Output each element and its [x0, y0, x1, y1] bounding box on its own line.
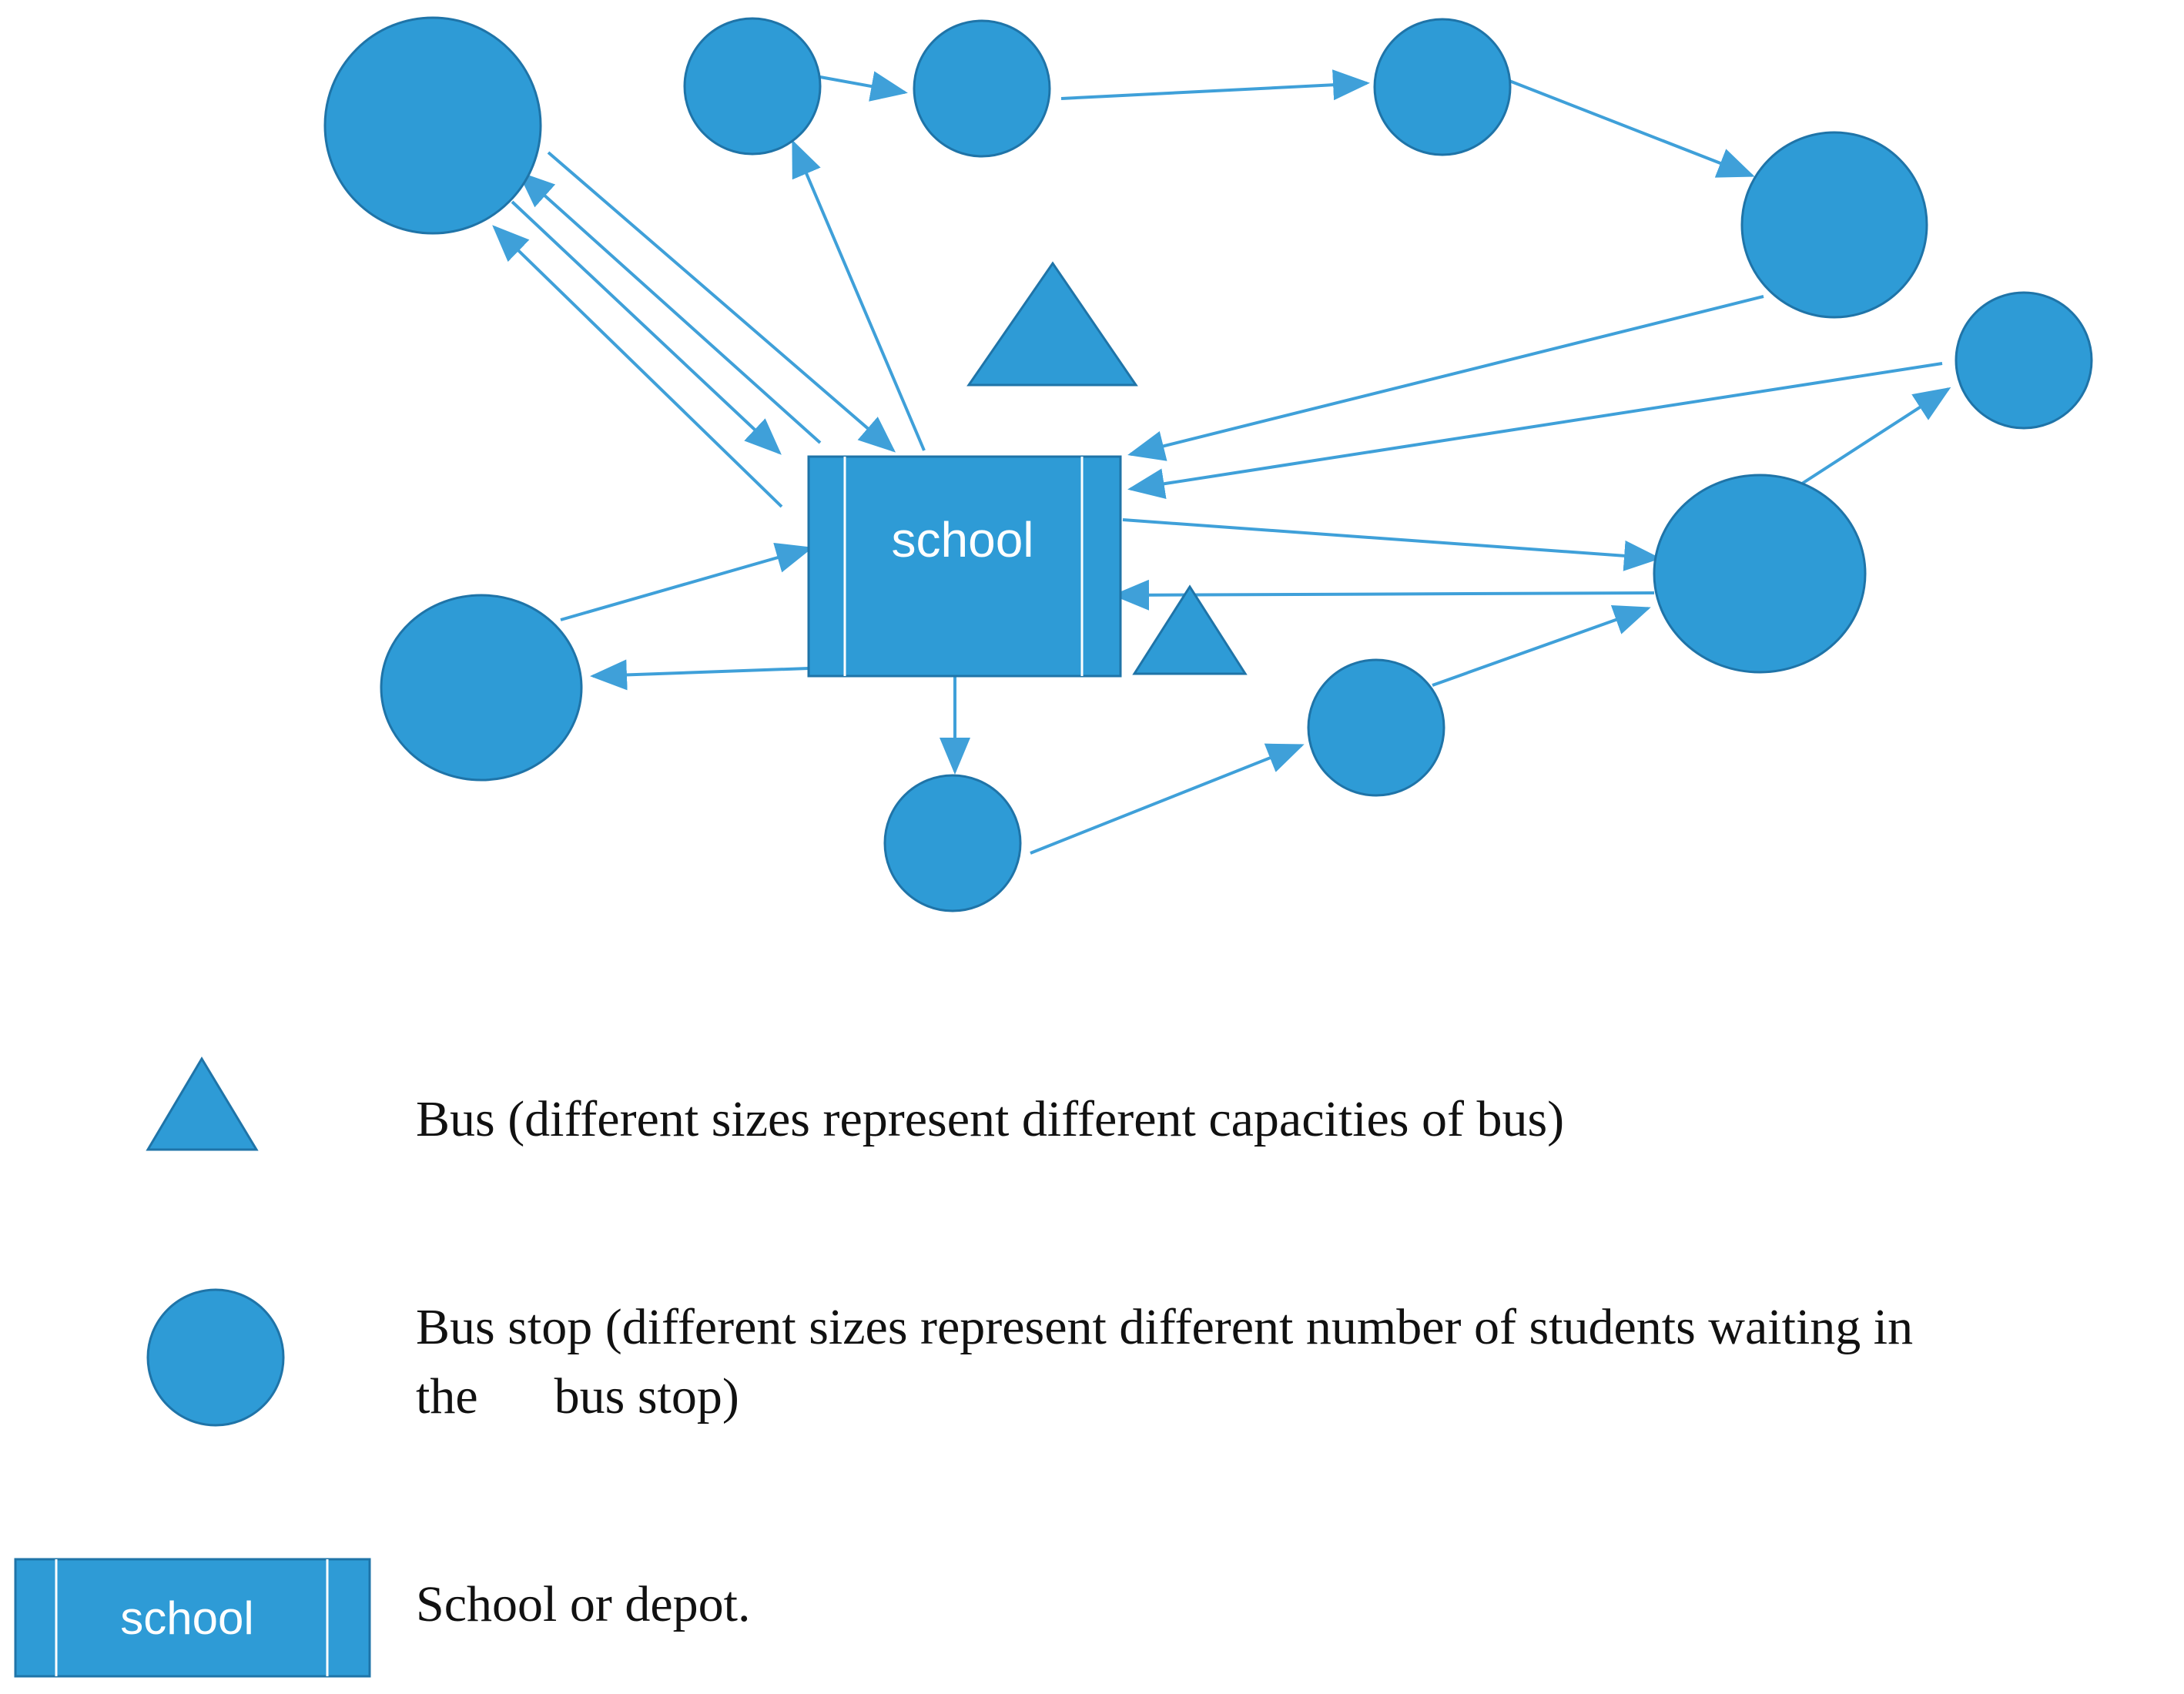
edge [560, 542, 813, 621]
legend: Bus (different sizes represent different… [14, 1056, 1913, 1678]
edges [492, 69, 1951, 855]
legend-school-label: school [120, 1592, 253, 1644]
school-label: school [892, 512, 1034, 567]
edge [819, 71, 908, 102]
edge [511, 200, 782, 455]
edge [1800, 387, 1951, 485]
edge [590, 659, 809, 691]
edge [1432, 604, 1651, 687]
edge [1030, 743, 1305, 855]
edge [1127, 362, 1943, 500]
edge [518, 171, 822, 444]
bus-stop [913, 19, 1051, 158]
legend-bus-stop-text-line2: the bus stop) [416, 1368, 739, 1424]
legend-bus-stop-text-line1: Bus stop (different sizes represent diff… [416, 1299, 1913, 1355]
bus-stop [683, 17, 822, 156]
bus-stop [1955, 291, 2093, 430]
bus-stop [323, 16, 542, 235]
bus-stop [1307, 658, 1445, 797]
legend-bus-text: Bus (different sizes represent different… [416, 1091, 1564, 1147]
edge [492, 225, 783, 508]
edge [1509, 79, 1755, 178]
edge [1112, 579, 1655, 611]
edge [1127, 295, 1764, 461]
edge [1122, 518, 1661, 571]
edge [547, 151, 896, 453]
edge [792, 139, 926, 451]
bus-stops [323, 16, 2093, 912]
bus-stop [380, 594, 583, 782]
bus-triangle [966, 261, 1138, 387]
edge [1060, 69, 1370, 101]
bus-stop [1653, 474, 1867, 674]
legend-school-icon: school [14, 1558, 371, 1678]
legend-bus-icon [146, 1056, 259, 1151]
school-node: school [807, 455, 1122, 678]
bus-stop [883, 774, 1022, 912]
bus-triangle [1132, 584, 1248, 675]
bus-stop [1373, 18, 1512, 156]
legend-bus-stop-icon [146, 1288, 285, 1427]
buses [966, 261, 1248, 675]
bus-stop [1740, 131, 1928, 319]
legend-school-text: School or depot. [416, 1576, 750, 1632]
